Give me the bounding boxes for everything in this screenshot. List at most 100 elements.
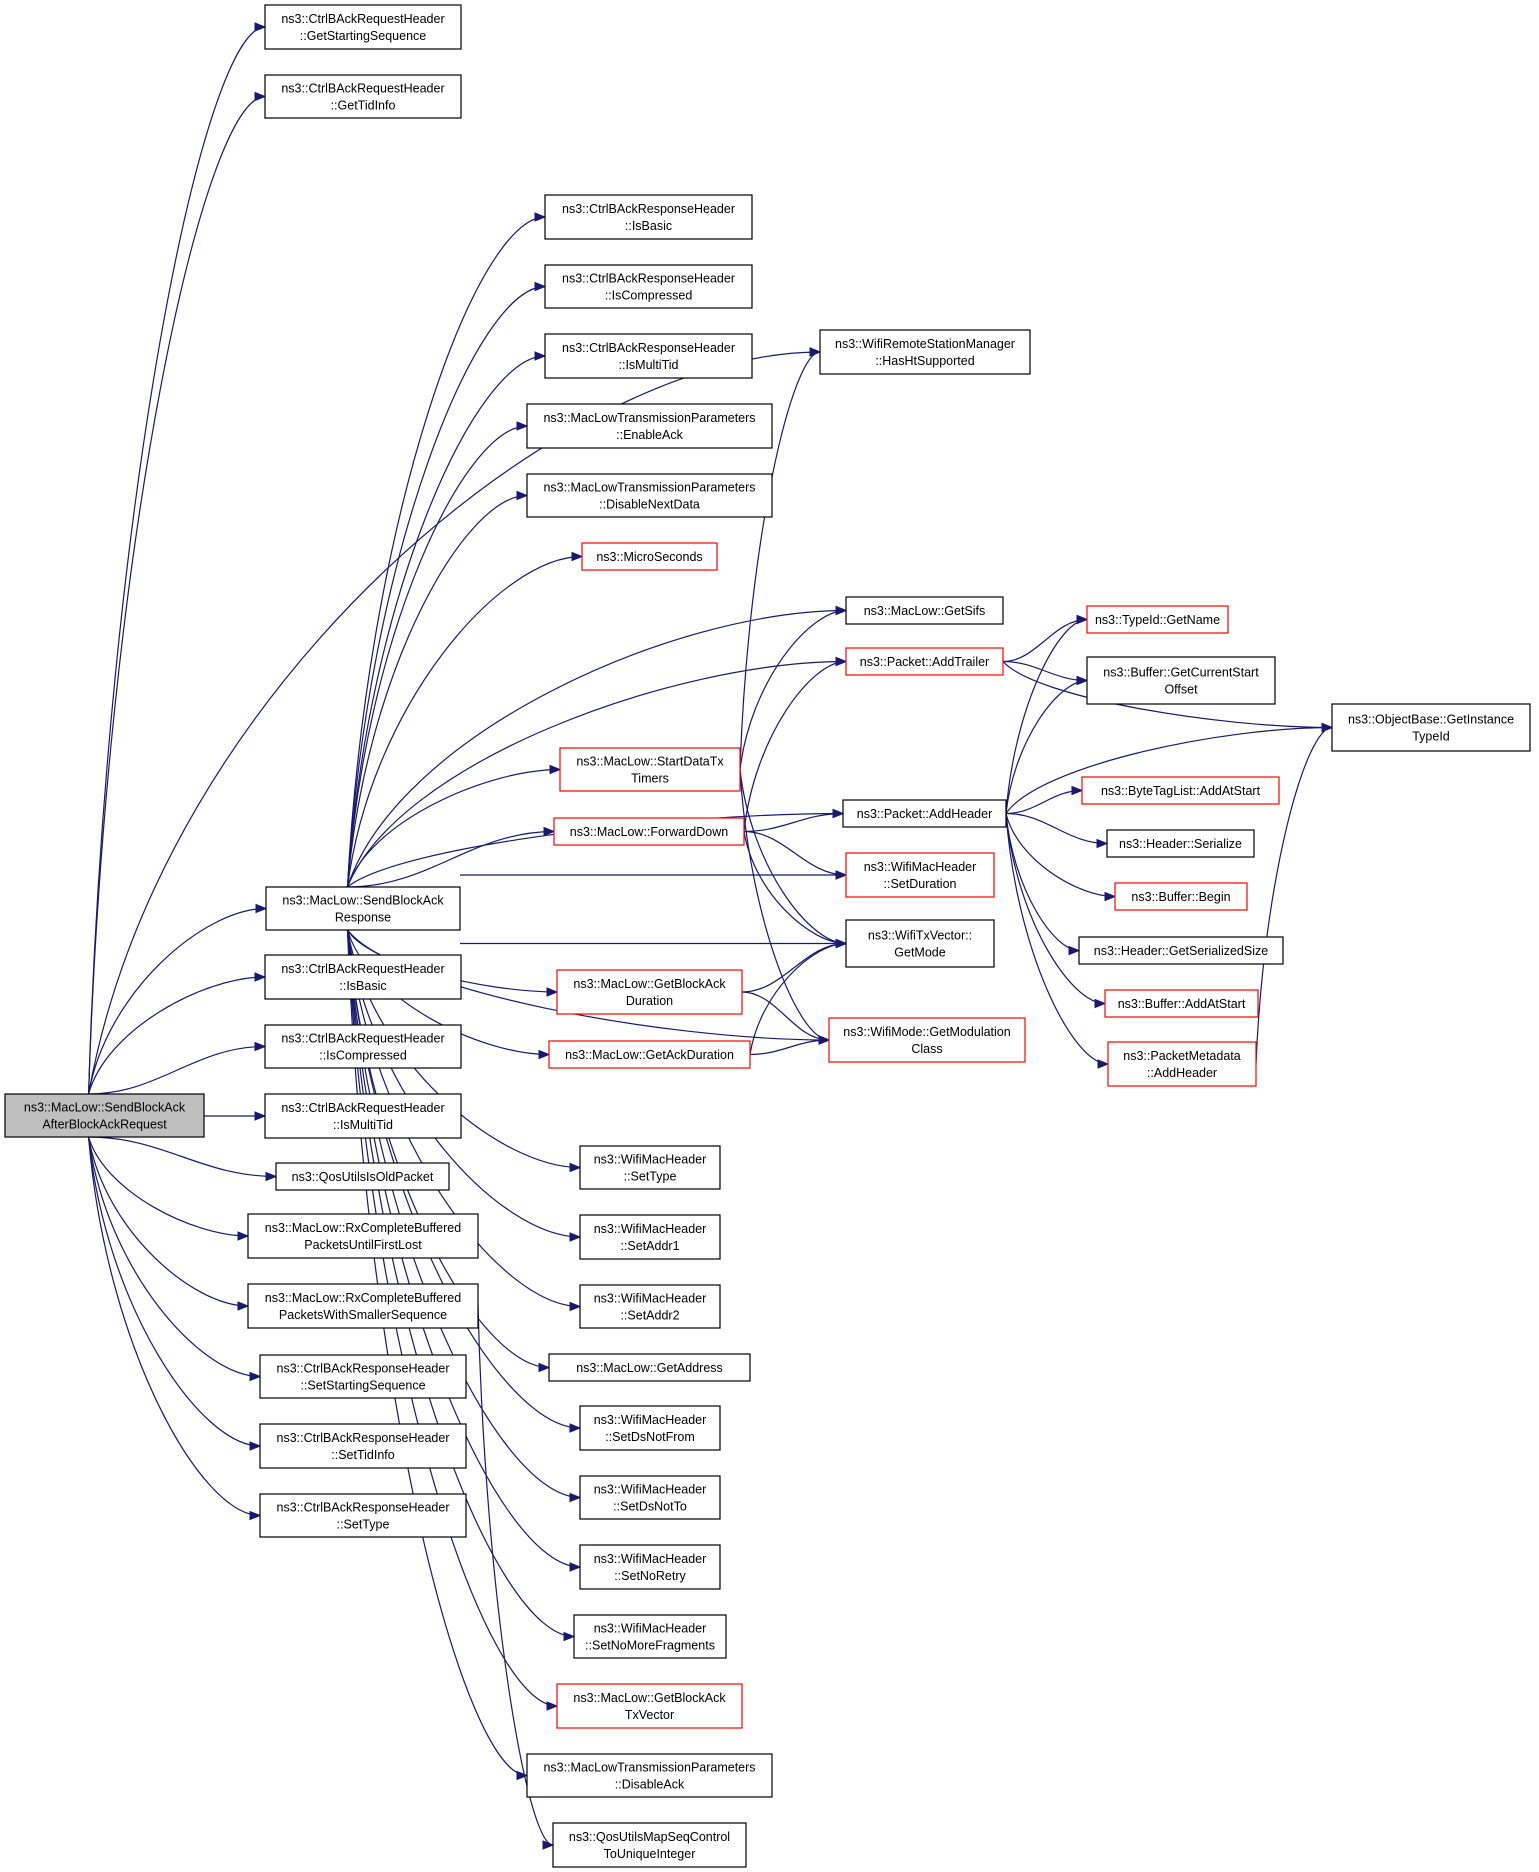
- node-wmh-set-type[interactable]: ns3::WifiMacHeader::SetType: [579, 1145, 721, 1190]
- call-edge-line: [1005, 813, 1109, 1065]
- node-req-is-multi-tid[interactable]: ns3::CtrlBAckRequestHeader::IsMultiTid: [264, 1093, 462, 1139]
- node-forward-down[interactable]: ns3::MacLow::ForwardDown: [553, 817, 745, 846]
- arrowhead: [1096, 838, 1109, 849]
- node-box: [556, 969, 743, 1015]
- call-edge-line: [1005, 813, 1106, 1005]
- node-label-line: ::SetNoRetry: [614, 1569, 686, 1583]
- node-type-id-get-name[interactable]: ns3::TypeId::GetName: [1086, 605, 1229, 634]
- node-add-header[interactable]: ns3::Packet::AddHeader: [842, 799, 1007, 828]
- node-wmh-set-addr1[interactable]: ns3::WifiMacHeader::SetAddr1: [579, 1214, 721, 1260]
- node-label-line: ::EnableAck: [616, 428, 683, 442]
- node-label-line: ::SetDsNotFrom: [605, 1430, 695, 1444]
- arrowhead: [534, 351, 547, 361]
- call-edge-line: [87, 1136, 261, 1517]
- call-edge-line: [1005, 726, 1333, 814]
- edge-root-to-rx-smaller: [87, 1136, 250, 1311]
- node-wmh-set-no-more-frag[interactable]: ns3::WifiMacHeader::SetNoMoreFragments: [573, 1614, 727, 1659]
- edge-sbar-to-resp-is-basic: [346, 212, 547, 888]
- node-qos-map-seq[interactable]: ns3::QosUtilsMapSeqControlToUniqueIntege…: [552, 1822, 747, 1868]
- node-label-line: ::SetStartingSequence: [300, 1379, 425, 1393]
- arrowhead: [1076, 675, 1089, 686]
- node-box: [559, 747, 741, 792]
- edge-root-to-sbar: [87, 903, 268, 1095]
- node-box: [275, 1162, 450, 1191]
- node-buf-begin[interactable]: ns3::Buffer::Begin: [1114, 882, 1248, 911]
- node-req-get-tid-info[interactable]: ns3::CtrlBAckRequestHeader::GetTidInfo: [264, 74, 462, 119]
- node-rx-smaller[interactable]: ns3::MacLow::RxCompleteBufferedPacketsWi…: [247, 1283, 479, 1329]
- call-edge-line: [346, 285, 546, 888]
- node-label-line: ::SetDuration: [884, 877, 957, 891]
- arrowhead: [538, 1049, 551, 1060]
- call-edge-line: [88, 1045, 266, 1095]
- node-req-is-basic[interactable]: ns3::CtrlBAckRequestHeader::IsBasic: [264, 954, 462, 1000]
- node-rx-first-lost[interactable]: ns3::MacLow::RxCompleteBufferedPacketsUn…: [247, 1213, 479, 1259]
- node-get-ack-dur[interactable]: ns3::MacLow::GetAckDuration: [548, 1040, 751, 1069]
- node-has-ht[interactable]: ns3::WifiRemoteStationManager::HasHtSupp…: [819, 329, 1031, 375]
- edge-root-to-resp-set-type: [87, 1136, 262, 1521]
- arrowhead: [835, 870, 848, 880]
- call-edge-line: [749, 1039, 830, 1056]
- node-label-line: ns3::ByteTagList::AddAtStart: [1101, 784, 1261, 798]
- call-edge-line: [346, 929, 581, 1308]
- edge-sbar-to-wmh-set-addr2: [346, 929, 582, 1312]
- edge-root-to-req-is-basic: [88, 972, 267, 1095]
- node-get-sifs[interactable]: ns3::MacLow::GetSifs: [845, 596, 1004, 625]
- node-resp-is-basic[interactable]: ns3::CtrlBAckResponseHeader::IsBasic: [544, 194, 753, 240]
- node-mlt-disable-next[interactable]: ns3::MacLowTransmissionParameters::Disab…: [526, 473, 773, 518]
- node-resp-set-start-seq[interactable]: ns3::CtrlBAckResponseHeader::SetStarting…: [259, 1354, 467, 1399]
- node-req-get-start-seq[interactable]: ns3::CtrlBAckRequestHeader::GetStartingS…: [264, 4, 462, 50]
- node-root[interactable]: ns3::MacLow::SendBlockAckAfterBlockAckRe…: [4, 1093, 205, 1138]
- node-box: [819, 329, 1031, 375]
- node-label-line: ns3::Buffer::AddAtStart: [1118, 997, 1246, 1011]
- edge-add-header-to-btl-add-at-start: [1005, 785, 1084, 815]
- node-qos-old[interactable]: ns3::QosUtilsIsOldPacket: [275, 1162, 450, 1191]
- node-wmh-set-addr2[interactable]: ns3::WifiMacHeader::SetAddr2: [579, 1284, 721, 1329]
- node-add-trailer[interactable]: ns3::Packet::AddTrailer: [845, 647, 1004, 676]
- node-get-address[interactable]: ns3::MacLow::GetAddress: [548, 1353, 751, 1382]
- node-box: [526, 403, 773, 449]
- node-pm-add-header[interactable]: ns3::PacketMetadata::AddHeader: [1107, 1041, 1257, 1087]
- arrowhead: [249, 1371, 262, 1382]
- node-hdr-get-ser-size[interactable]: ns3::Header::GetSerializedSize: [1078, 936, 1284, 965]
- call-edge-line: [739, 609, 847, 770]
- node-resp-is-multi-tid[interactable]: ns3::CtrlBAckResponseHeader::IsMultiTid: [544, 333, 753, 379]
- node-label-line: ::IsMultiTid: [619, 358, 679, 372]
- node-wmh-set-ds-not-to[interactable]: ns3::WifiMacHeader::SetDsNotTo: [579, 1475, 721, 1520]
- edge-root-to-req-get-tid-info: [87, 91, 267, 1095]
- node-mlt-disable-ack[interactable]: ns3::MacLowTransmissionParameters::Disab…: [526, 1753, 773, 1798]
- node-req-is-compressed[interactable]: ns3::CtrlBAckRequestHeader::IsCompressed: [264, 1024, 462, 1069]
- node-hdr-serialize[interactable]: ns3::Header::Serialize: [1106, 829, 1255, 858]
- node-mlt-enable-ack[interactable]: ns3::MacLowTransmissionParameters::Enabl…: [526, 403, 773, 449]
- arrowhead: [1104, 891, 1117, 902]
- node-resp-set-type[interactable]: ns3::CtrlBAckResponseHeader::SetType: [259, 1493, 467, 1538]
- node-buf-add-at-start[interactable]: ns3::Buffer::AddAtStart: [1104, 989, 1259, 1018]
- node-wmh-set-duration[interactable]: ns3::WifiMacHeader::SetDuration: [845, 852, 995, 898]
- arrowhead: [265, 1171, 278, 1182]
- node-label-line: ns3::MacLow::GetSifs: [864, 604, 986, 618]
- edge-add-header-to-buf-add-at-start: [1005, 813, 1107, 1009]
- node-resp-set-tid-info[interactable]: ns3::CtrlBAckResponseHeader::SetTidInfo: [259, 1423, 467, 1469]
- call-edge-line: [87, 1136, 249, 1307]
- node-label-line: ::SetType: [624, 1170, 677, 1184]
- call-edge-line: [743, 660, 847, 832]
- node-btl-add-at-start[interactable]: ns3::ByteTagList::AddAtStart: [1081, 776, 1280, 805]
- node-label-line: ns3::CtrlBAckResponseHeader: [277, 1362, 450, 1376]
- node-wmh-set-ds-not-from[interactable]: ns3::WifiMacHeader::SetDsNotFrom: [579, 1405, 721, 1451]
- node-label-line: ::SetType: [337, 1518, 390, 1532]
- node-box: [265, 886, 461, 931]
- node-resp-is-compressed[interactable]: ns3::CtrlBAckResponseHeader::IsCompresse…: [544, 264, 753, 309]
- node-label-line: ns3::MacLow::GetBlockAck: [573, 977, 726, 991]
- node-wmh-set-no-retry[interactable]: ns3::WifiMacHeader::SetNoRetry: [579, 1544, 721, 1590]
- node-label-line: ns3::MacLow::SendBlockAck: [282, 894, 444, 908]
- node-box: [553, 817, 745, 846]
- node-label-line: Duration: [626, 994, 673, 1008]
- node-tx-vec-get-mode[interactable]: ns3::WifiTxVector::GetMode: [845, 919, 995, 968]
- node-micro-sec[interactable]: ns3::MicroSeconds: [581, 542, 718, 571]
